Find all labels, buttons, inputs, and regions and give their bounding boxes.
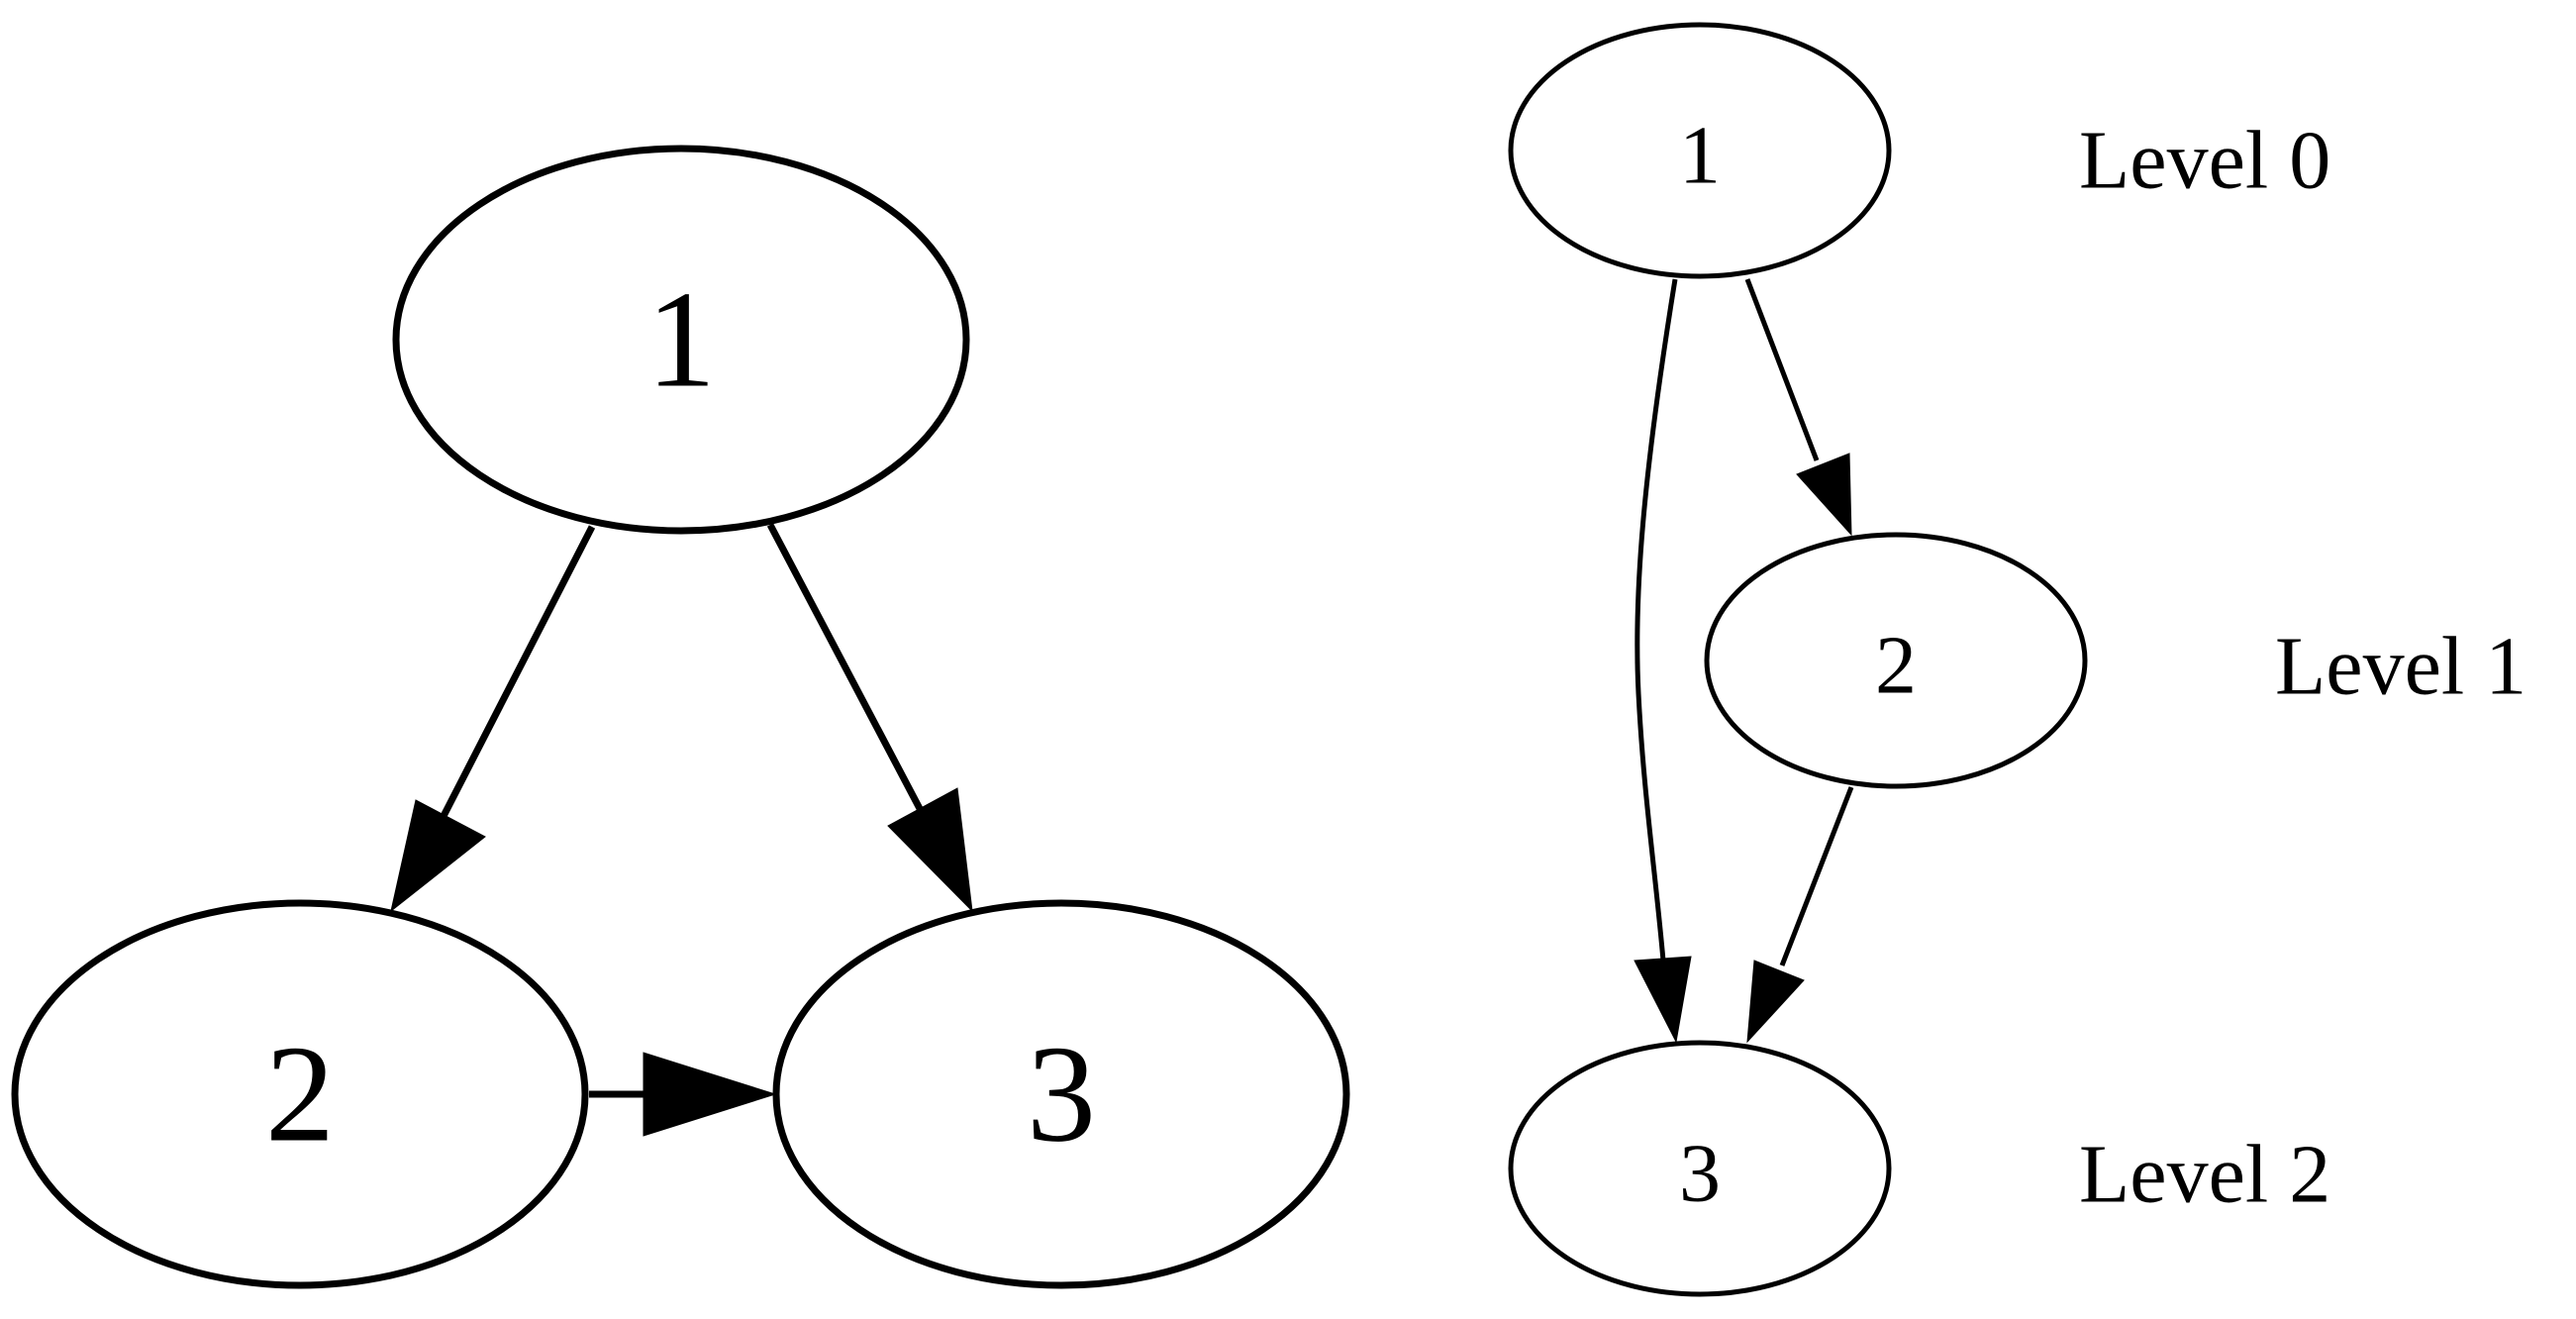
left-graph: 1 2 3 [11, 145, 1350, 1289]
left-node-2: 2 [11, 899, 589, 1289]
right-node-1: 1 [1508, 22, 1892, 279]
level-2-label: Level 2 [2079, 1129, 2330, 1221]
right-node-1-label: 1 [1679, 110, 1721, 202]
right-node-2-label: 2 [1875, 620, 1917, 712]
left-node-1-label: 1 [646, 263, 716, 417]
right-node-3: 3 [1508, 1040, 1892, 1297]
left-node-3: 3 [772, 899, 1350, 1289]
right-node-3-label: 3 [1679, 1128, 1721, 1220]
right-node-2: 2 [1704, 532, 2088, 789]
right-graph: 1 2 3 Level 0 Level 1 Level 2 [1508, 22, 2526, 1297]
level-0-label: Level 0 [2079, 115, 2330, 207]
level-1-label: Level 1 [2275, 621, 2526, 713]
left-node-2-label: 2 [265, 1018, 335, 1171]
left-node-3-label: 3 [1027, 1018, 1096, 1171]
left-edge-1-2 [390, 525, 596, 913]
right-edge-1-3 [1634, 278, 1692, 1044]
left-edge-2-3 [589, 1052, 777, 1137]
right-edge-1-2 [1744, 278, 1852, 537]
left-edge-1-3 [766, 523, 973, 913]
left-node-1: 1 [392, 145, 970, 535]
right-edge-2-3 [1746, 786, 1854, 1044]
